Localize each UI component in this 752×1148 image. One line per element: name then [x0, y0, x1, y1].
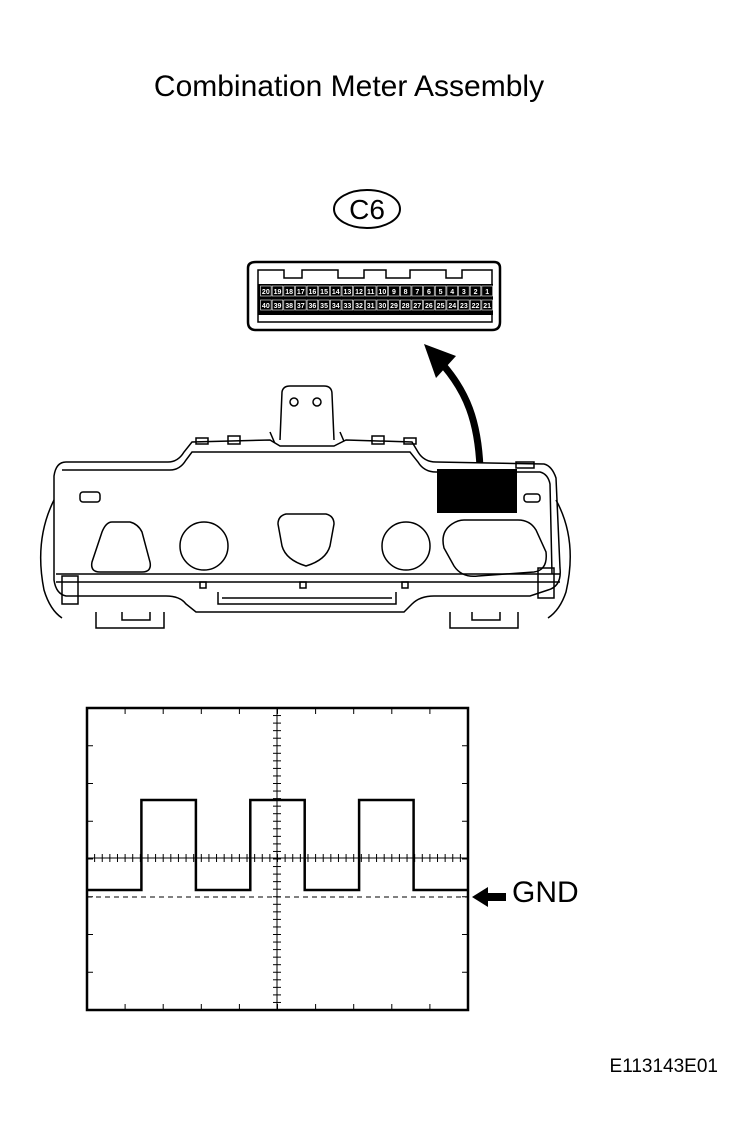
figure-id: E113143E01	[609, 1056, 718, 1077]
connector-pin-number: 24	[448, 303, 456, 310]
connector-pin-number: 39	[274, 303, 282, 310]
connector-pin-number: 3	[462, 289, 466, 296]
connector-pin-cell	[318, 299, 330, 311]
connector-pin-cell	[376, 299, 388, 311]
connector-pin-number: 33	[343, 303, 351, 310]
connector-location-marker	[437, 469, 517, 513]
connector-pin-cell	[446, 285, 458, 297]
connector-pin-number: 6	[427, 289, 431, 296]
connector-pin-number: 17	[297, 289, 305, 296]
connector-pin-number: 36	[309, 303, 317, 310]
connector-pin-cell	[423, 299, 435, 311]
connector-pin-number: 23	[460, 303, 468, 310]
connector-pin-cell	[411, 285, 423, 297]
connector-pin-number: 29	[390, 303, 398, 310]
connector-pin-number: 27	[413, 303, 421, 310]
connector-pin-number: 28	[402, 303, 410, 310]
connector-pin-cell	[399, 299, 412, 311]
connector-pin-cell	[458, 299, 470, 311]
connector-pin-number: 7	[415, 289, 419, 296]
connector-pin-cell	[295, 285, 307, 297]
connector-pin-number: 11	[367, 289, 375, 296]
connector-pin-cell	[481, 285, 493, 297]
connector-pin-number: 15	[320, 289, 328, 296]
connector-pin-number: 37	[297, 303, 305, 310]
connector-pin-number: 19	[274, 289, 282, 296]
connector-pin-cell	[330, 285, 342, 297]
connector-location-arrow	[424, 344, 484, 469]
connector-pin-number: 21	[483, 303, 491, 310]
connector-pin-cell	[271, 299, 284, 311]
connector-pin-cell	[365, 285, 377, 297]
connector-pin-number: 40	[262, 303, 270, 310]
connector-pin-cell	[306, 285, 319, 297]
diagram-title: Combination Meter Assembly	[153, 70, 545, 103]
connector-pin-cell	[399, 285, 412, 297]
connector-pin-cell	[411, 299, 423, 311]
connector-pin-number: 2	[474, 289, 478, 296]
connector-pin-number: 30	[378, 303, 386, 310]
gnd-label: GND	[512, 876, 579, 909]
connector-pin-number: 32	[355, 303, 363, 310]
connector-pin-number: 8	[404, 289, 408, 296]
connector-pin-number: 16	[309, 289, 317, 296]
connector-pin-cell	[469, 285, 482, 297]
connector-pin-cell	[341, 299, 353, 311]
connector-pin-number: 26	[425, 303, 433, 310]
connector-label: C6	[349, 194, 385, 225]
connector-pin-cell	[306, 299, 319, 311]
connector-pin-number: 13	[343, 289, 351, 296]
connector-pin-cell	[341, 285, 353, 297]
connector-pin-number: 25	[437, 303, 445, 310]
connector-pin-number: 20	[262, 289, 270, 296]
connector-pin-cell	[469, 299, 482, 311]
oscilloscope-screen	[85, 706, 470, 1012]
connector-pin-cell	[388, 285, 400, 297]
connector-pin-number: 4	[450, 289, 454, 296]
connector-pin-number: 12	[355, 289, 363, 296]
connector-pin-cell	[423, 285, 435, 297]
connector-pin-number: 14	[332, 289, 340, 296]
connector-pin-number: 22	[472, 303, 480, 310]
connector-pin-cell	[260, 299, 272, 311]
connector-pin-number: 5	[439, 289, 443, 296]
connector-pin-number: 10	[378, 289, 386, 296]
connector-label-badge: C6	[333, 189, 401, 229]
connector-pin-cell	[458, 285, 470, 297]
connector-pin-cell	[446, 299, 458, 311]
connector-pin-cell	[434, 285, 447, 297]
connector-pin-cell	[353, 299, 365, 311]
connector-pin-number: 18	[285, 289, 293, 296]
connector-pin-number: 31	[367, 303, 375, 310]
connector-pin-cell	[283, 299, 295, 311]
connector-pin-cell	[481, 299, 493, 311]
connector-pin-number: 35	[320, 303, 328, 310]
connector-pin-cell	[283, 285, 295, 297]
connector-pin-cell	[330, 299, 342, 311]
signal-waveform	[87, 798, 468, 892]
connector-pin-cell	[434, 299, 447, 311]
connector-pin-cell	[271, 285, 284, 297]
connector-pin-cell	[260, 285, 272, 297]
connector-pin-number: 38	[285, 303, 293, 310]
connector-pin-cell	[353, 285, 365, 297]
connector-pin-cell	[318, 285, 330, 297]
connector-pin-cell	[376, 285, 388, 297]
connector-pin-cell	[388, 299, 400, 311]
scope-graticule	[87, 708, 468, 1010]
connector-pin-cell	[365, 299, 377, 311]
connector-pin-number: 1	[485, 289, 489, 296]
combination-meter-assembly	[39, 385, 571, 629]
connector-pin-number: 9	[392, 289, 396, 296]
gnd-arrow-icon	[472, 887, 506, 907]
connector-pin-number: 34	[332, 303, 340, 310]
connector-pin-cell	[295, 299, 307, 311]
